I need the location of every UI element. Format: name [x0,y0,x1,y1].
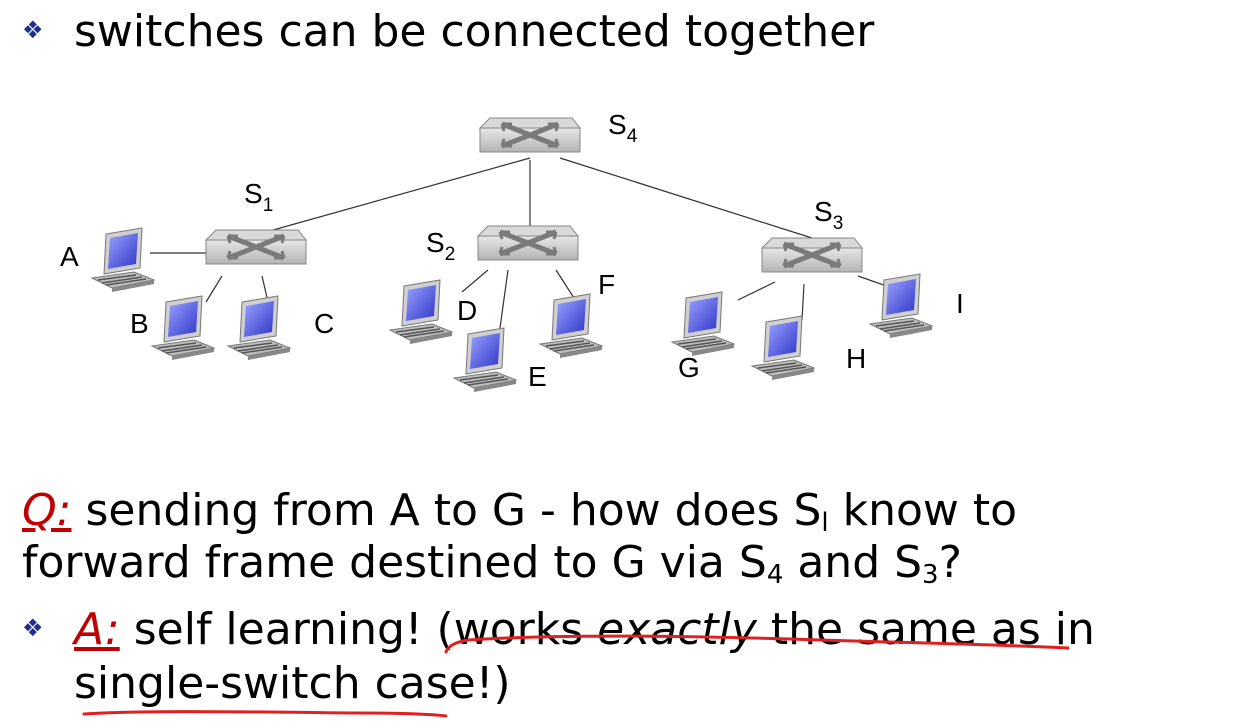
label-s1: S1 [244,178,273,216]
label-host-f: F [598,269,615,300]
a-label: A: [74,604,120,655]
answer-text-1: self learning! (works [119,604,598,655]
answer-emph: exactly [597,604,757,655]
host-a-icon [91,227,155,293]
switch-s3-icon [762,238,862,272]
link-s2-f [555,269,575,299]
question-text-1: sending from A to G - how does S [71,485,822,536]
host-h-icon [751,315,815,381]
link-s1-b [205,275,223,303]
label-host-g: G [678,352,700,383]
bullet-text: switches can be connected together [74,6,875,57]
answer-line-2: single-switch case!) [74,658,511,710]
question-text-2: know to [828,485,1018,536]
label-host-i: I [956,288,964,319]
host-d-icon [389,279,453,345]
answer-text-line2: single-switch case!) [74,658,511,709]
question-line2-c: ? [938,537,962,588]
switch-s2-icon [478,226,578,260]
question-line-2: forward frame destined to G via S4 and S… [22,537,962,590]
question-line2-b: and S [783,537,923,588]
q-label: Q: [22,485,72,536]
label-host-a: A [60,241,79,272]
label-host-b: B [130,308,149,339]
question-sub-2: 4 [766,560,784,590]
host-e-icon [453,327,517,393]
label-s2: S2 [426,227,455,265]
label-host-d: D [457,295,477,326]
label-host-e: E [528,361,547,392]
host-c-icon [227,295,291,361]
host-f-icon [539,293,603,359]
diamond-bullet-icon: ❖ [22,16,44,44]
switch-s4-icon [480,118,580,152]
switch-s1-icon [206,230,306,264]
question-sub-3: 3 [922,560,939,590]
question-line2-a: forward frame destined to G via S [22,537,767,588]
host-g-icon [671,291,735,357]
link-s2-e [499,269,509,329]
link-s3-h [801,283,805,321]
question-sub-1: l [821,508,829,538]
answer-line-1: ❖ A: self learning! (works exactly the sa… [22,604,1095,658]
answer-text-2: the same as in [756,604,1095,655]
label-s4: S4 [608,109,638,147]
link-s4-s3 [559,157,813,239]
host-b-icon [151,295,215,361]
label-host-h: H [846,343,866,374]
bullet-switches-connected: ❖ switches can be connected together [22,4,874,62]
question-line-1: Q: sending from A to G - how does Sl kno… [22,485,1018,538]
link-s3-g [737,281,776,301]
diamond-bullet-icon: ❖ [22,614,44,642]
link-s2-d [461,269,489,293]
label-s3: S3 [814,196,843,234]
label-host-c: C [314,308,334,339]
link-s4-s1 [265,157,531,233]
